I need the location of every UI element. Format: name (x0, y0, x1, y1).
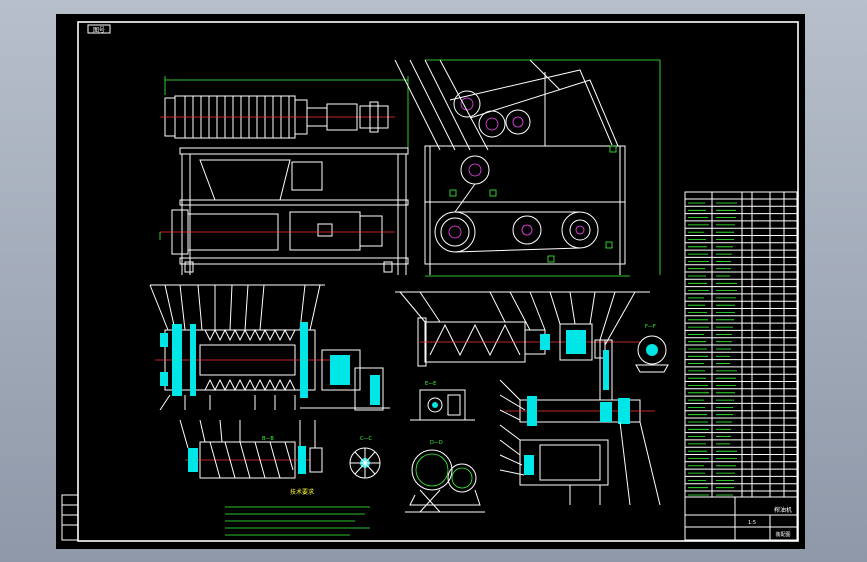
title-block: 榨油机 装配图 1:5 (684, 496, 798, 541)
section-label-d: D—D (430, 440, 443, 446)
section-label-b: B—B (262, 436, 274, 442)
feeder-screw-view: F—F (395, 291, 669, 373)
parts-list-table (684, 191, 798, 498)
title-block-scale: 1:5 (748, 520, 756, 526)
press-side-view (394, 59, 661, 277)
section-view-b: B—B (179, 419, 323, 479)
section-view-e-gearbox: E—E (410, 381, 475, 421)
press-front-view (159, 76, 409, 275)
drawing-border (77, 21, 799, 542)
section-label-c: C—C (360, 436, 372, 442)
section-view-c-gear: C—C (349, 436, 381, 479)
section-label-e: E—E (425, 381, 436, 387)
drawing-number-tag: 图号 (87, 24, 111, 34)
section-view-d-motor-gears: D—D (405, 440, 485, 513)
title-block-name: 榨油机 (774, 506, 792, 514)
section-label-f: F—F (645, 324, 656, 330)
technical-requirements: 技术要求 (225, 488, 370, 536)
section-view-a (149, 284, 390, 411)
drive-shaft-view (499, 339, 661, 506)
title-block-label: 装配图 (775, 531, 790, 538)
left-side-table (61, 494, 79, 541)
drawing-sheet (56, 14, 805, 549)
drawing-number-tag-text: 图号 (93, 27, 105, 34)
tech-requirements-title: 技术要求 (290, 488, 314, 496)
